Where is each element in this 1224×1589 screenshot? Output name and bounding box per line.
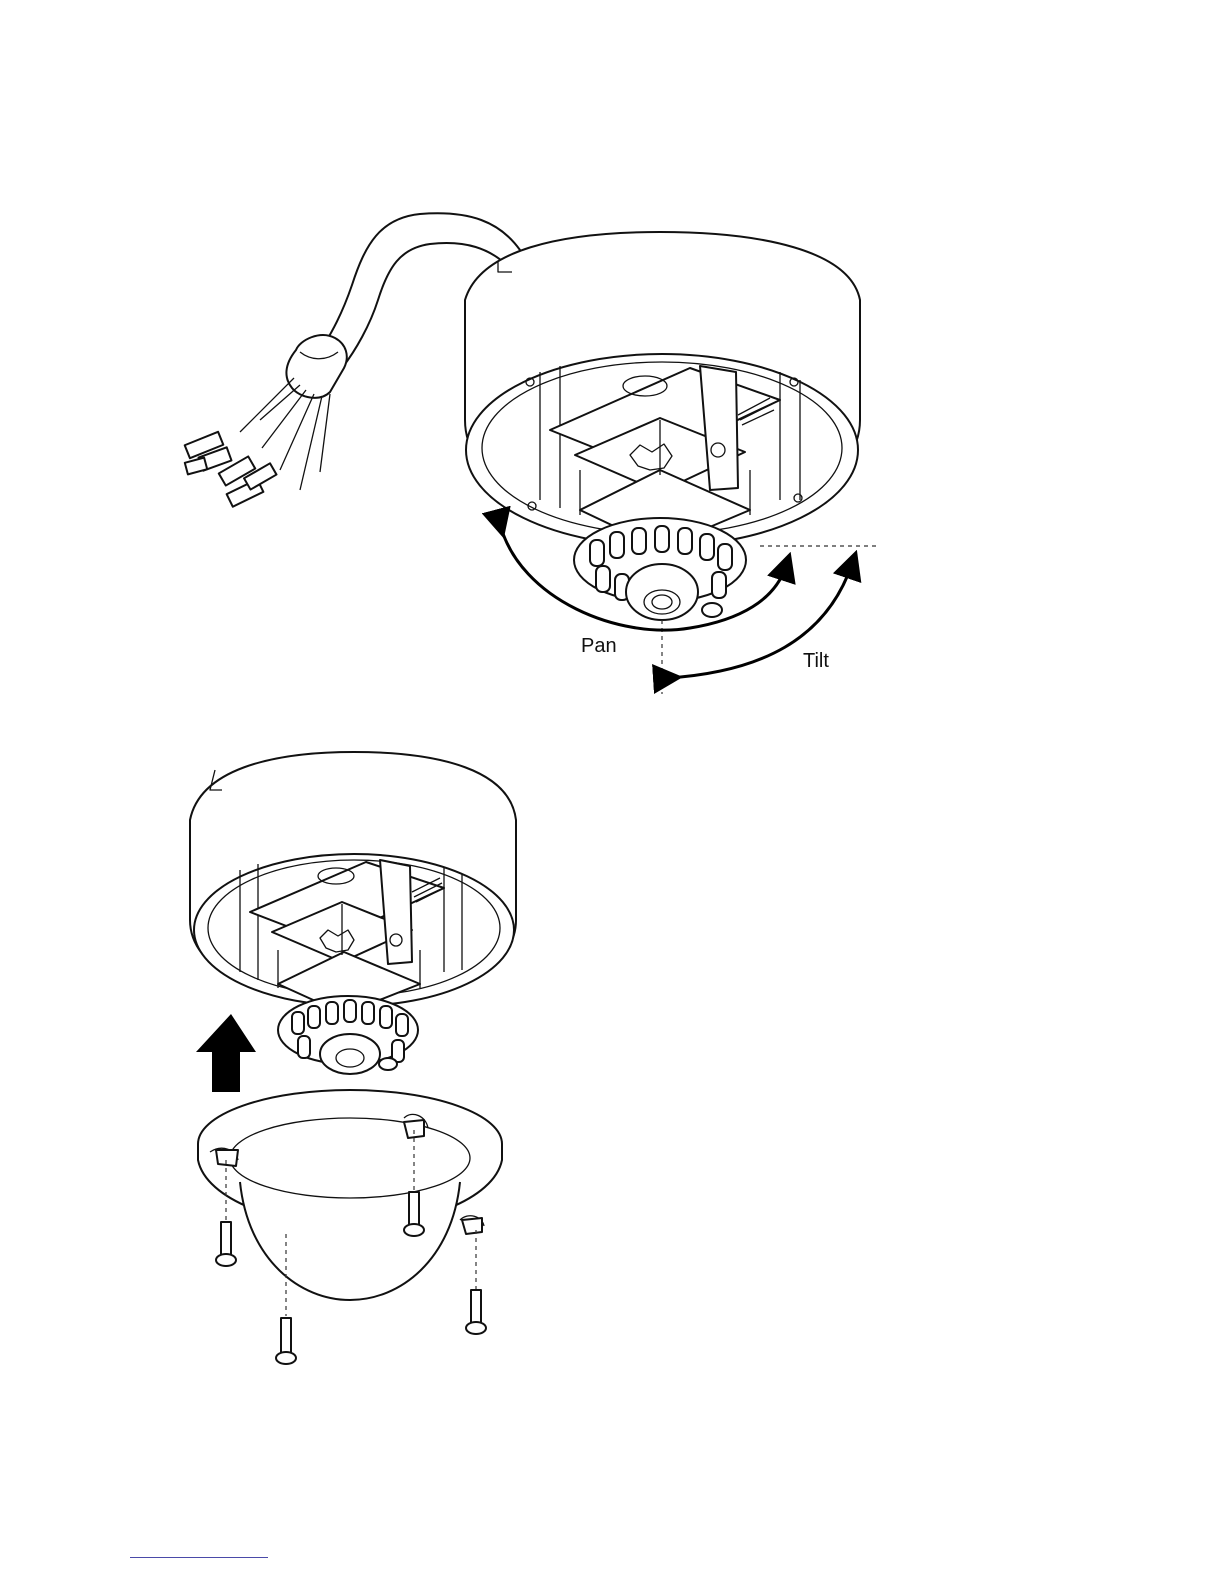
ir-led-camera-module [574, 518, 746, 620]
screw-4 [276, 1318, 296, 1364]
tilt-label: Tilt [803, 650, 829, 672]
pan-label: Pan [581, 635, 617, 657]
screw-1 [216, 1222, 236, 1266]
dome-cover [198, 1090, 502, 1300]
screw-3 [466, 1290, 486, 1334]
camera-pan-tilt-figure: Pan Tilt [185, 213, 876, 694]
dome-cover-installation-figure [190, 752, 516, 1364]
install-direction-arrow-up [196, 1014, 256, 1092]
ir-led-camera-module-lower [278, 996, 418, 1074]
footer-rule [130, 1557, 268, 1558]
